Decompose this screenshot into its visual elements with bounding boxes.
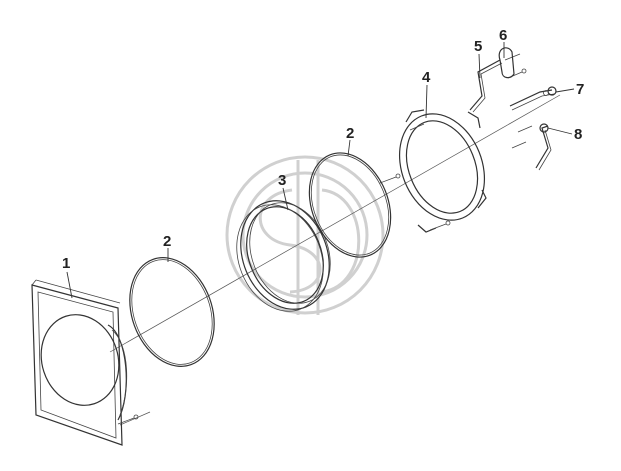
- callout-5: 5: [474, 38, 482, 55]
- mounting-ring: [398, 109, 487, 233]
- bracket-rod: [469, 59, 503, 113]
- callout-1: 1: [62, 255, 70, 272]
- connector-fitting: [509, 86, 557, 111]
- assembly-axis: [109, 94, 561, 426]
- callout-6: 6: [499, 27, 507, 44]
- callout-2-left: 2: [163, 233, 171, 250]
- seal-ring-right: [308, 152, 392, 258]
- callout-4: 4: [422, 69, 431, 86]
- callout-8: 8: [574, 126, 582, 143]
- seal-ring-left: [129, 257, 215, 367]
- callout-7: 7: [576, 81, 584, 98]
- shroud-frame: [31, 279, 128, 446]
- lever-bracket: [535, 123, 552, 171]
- fan-ring: [236, 200, 331, 312]
- clamp: [498, 47, 515, 79]
- callout-2-right: 2: [346, 125, 354, 142]
- callout-3: 3: [278, 172, 286, 189]
- leader-lines: [66, 42, 575, 299]
